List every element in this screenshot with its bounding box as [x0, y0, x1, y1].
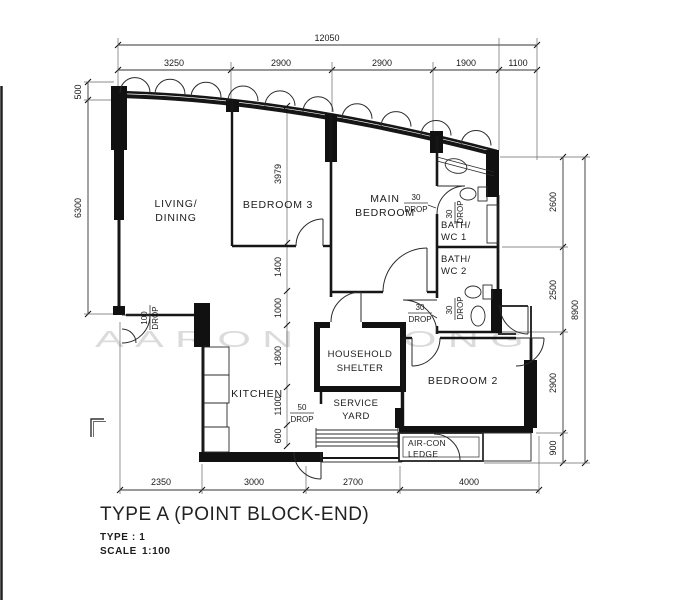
dim-bottom-3: 2700 — [343, 477, 363, 487]
corridor-drop-label: 30 DROP — [408, 303, 438, 324]
label-main-2: BEDROOM — [355, 207, 415, 219]
dim-int-1: 3979 — [273, 164, 283, 184]
plan-type-line: TYPE : 1 — [100, 532, 145, 543]
dim-right-3: 2900 — [548, 373, 558, 393]
svg-text:30: 30 — [445, 305, 454, 314]
dim-bottom-1: 2350 — [151, 477, 171, 487]
dim-right-1: 2600 — [548, 192, 558, 212]
bath1-toilet — [459, 186, 488, 202]
corridor-end-door-arc — [499, 305, 529, 335]
label-shelter-2: SHELTER — [337, 363, 384, 374]
dim-right-4: 900 — [548, 440, 558, 455]
dim-top-5: 1100 — [508, 58, 527, 68]
bath2-toilet — [464, 284, 493, 300]
bath1-drop-label: 30 DROP — [445, 200, 465, 224]
room-labels: LIVING/ DINING BEDROOM 3 MAIN BEDROOM BA… — [155, 193, 498, 459]
dim-top-3: 2900 — [372, 58, 392, 68]
bedroom2-right-door-arc — [515, 337, 545, 367]
label-bedroom2: BEDROOM 2 — [428, 375, 498, 387]
kitchen-counter — [203, 346, 230, 453]
svg-text:100: 100 — [140, 311, 149, 325]
walls — [90, 86, 537, 463]
main-bedroom-door-arc — [382, 247, 428, 293]
label-bath1-1: BATH/ — [441, 220, 471, 231]
svg-text:DROP: DROP — [408, 315, 431, 324]
shower-screen — [486, 204, 499, 244]
sink-icon — [444, 158, 468, 174]
laundry-rack — [315, 428, 399, 448]
facade-window-arcs — [119, 77, 492, 146]
dim-int-2: 1400 — [273, 257, 283, 277]
toilet-icon — [459, 187, 477, 201]
bath1-door-arc — [436, 185, 466, 215]
bedroom2-left-door-arc — [411, 337, 441, 367]
dim-top-4: 1900 — [456, 58, 476, 68]
main-bedroom-drop-label: 30 DROP — [404, 193, 437, 214]
label-kitchen: KITCHEN — [231, 388, 283, 400]
svg-text:DROP: DROP — [404, 205, 427, 214]
label-bedroom3: BEDROOM 3 — [243, 199, 313, 211]
plan-scale-label: SCALE — [100, 546, 137, 557]
dimension-lines: 12050 3250 2900 2900 1900 1100 500 6300 … — [73, 33, 590, 494]
dim-top-total: 12050 — [314, 33, 339, 43]
svg-text:50: 50 — [298, 403, 307, 412]
label-aircon-1: AIR-CON — [408, 438, 446, 448]
dim-left-2: 6300 — [73, 198, 83, 218]
label-aircon-2: LEDGE — [408, 449, 438, 459]
svg-text:DROP: DROP — [456, 200, 465, 223]
bedroom3-door-arc — [295, 218, 324, 247]
plan-title: TYPE A (POINT BLOCK-END) — [100, 504, 369, 525]
label-bath2-2: WC 2 — [441, 266, 467, 277]
entrance-drop-label: 100 DROP — [140, 305, 160, 330]
svg-text:DROP: DROP — [456, 296, 465, 319]
label-main-1: MAIN — [370, 193, 399, 205]
label-bath2-1: BATH/ — [441, 254, 471, 265]
bath2-door-arc — [402, 299, 438, 335]
label-service-1: SERVICE — [333, 398, 378, 409]
plan-scale-value: 1:100 — [142, 546, 171, 557]
dim-top-2: 2900 — [271, 58, 291, 68]
dim-int-3: 1000 — [273, 298, 283, 318]
label-service-2: YARD — [342, 411, 370, 422]
label-living-1: LIVING/ — [155, 198, 198, 210]
bath1-vanity — [436, 156, 495, 177]
toilet-icon — [464, 285, 482, 299]
dim-top-1: 3250 — [164, 58, 184, 68]
door-swings — [121, 185, 545, 480]
dim-int-4: 1800 — [273, 346, 283, 366]
svg-text:30: 30 — [412, 193, 421, 202]
dim-int-5: 1100 — [273, 396, 283, 415]
title-block: TYPE A (POINT BLOCK-END) TYPE : 1 SCALE … — [100, 504, 369, 557]
dim-bottom-2: 3000 — [244, 477, 264, 487]
dim-right-2: 2500 — [548, 280, 558, 300]
dim-left-1: 500 — [73, 84, 83, 99]
svg-text:DROP: DROP — [290, 415, 313, 424]
fixtures — [203, 156, 499, 453]
svg-text:30: 30 — [416, 303, 425, 312]
sink-icon — [470, 305, 486, 327]
bath2-drop-label: 30 DROP — [445, 296, 465, 320]
svg-text:30: 30 — [445, 209, 454, 218]
dim-int-6: 600 — [273, 428, 283, 443]
kitchen-drop-label: 50 DROP — [290, 403, 314, 424]
label-bath1-2: WC 1 — [441, 232, 467, 243]
kitchen-service-door-arc — [293, 451, 322, 480]
svg-text:DROP: DROP — [151, 306, 160, 329]
dim-right-total: 8900 — [570, 300, 580, 320]
dim-bottom-4: 4000 — [459, 477, 479, 487]
label-shelter-1: HOUSEHOLD — [328, 349, 393, 360]
shelter-door-arc — [330, 291, 362, 323]
aircon-door-arc — [433, 433, 461, 461]
drop-labels: 100 DROP 30 DROP 30 DROP 30 DROP 30 DROP — [140, 193, 465, 424]
label-living-2: DINING — [155, 212, 197, 224]
